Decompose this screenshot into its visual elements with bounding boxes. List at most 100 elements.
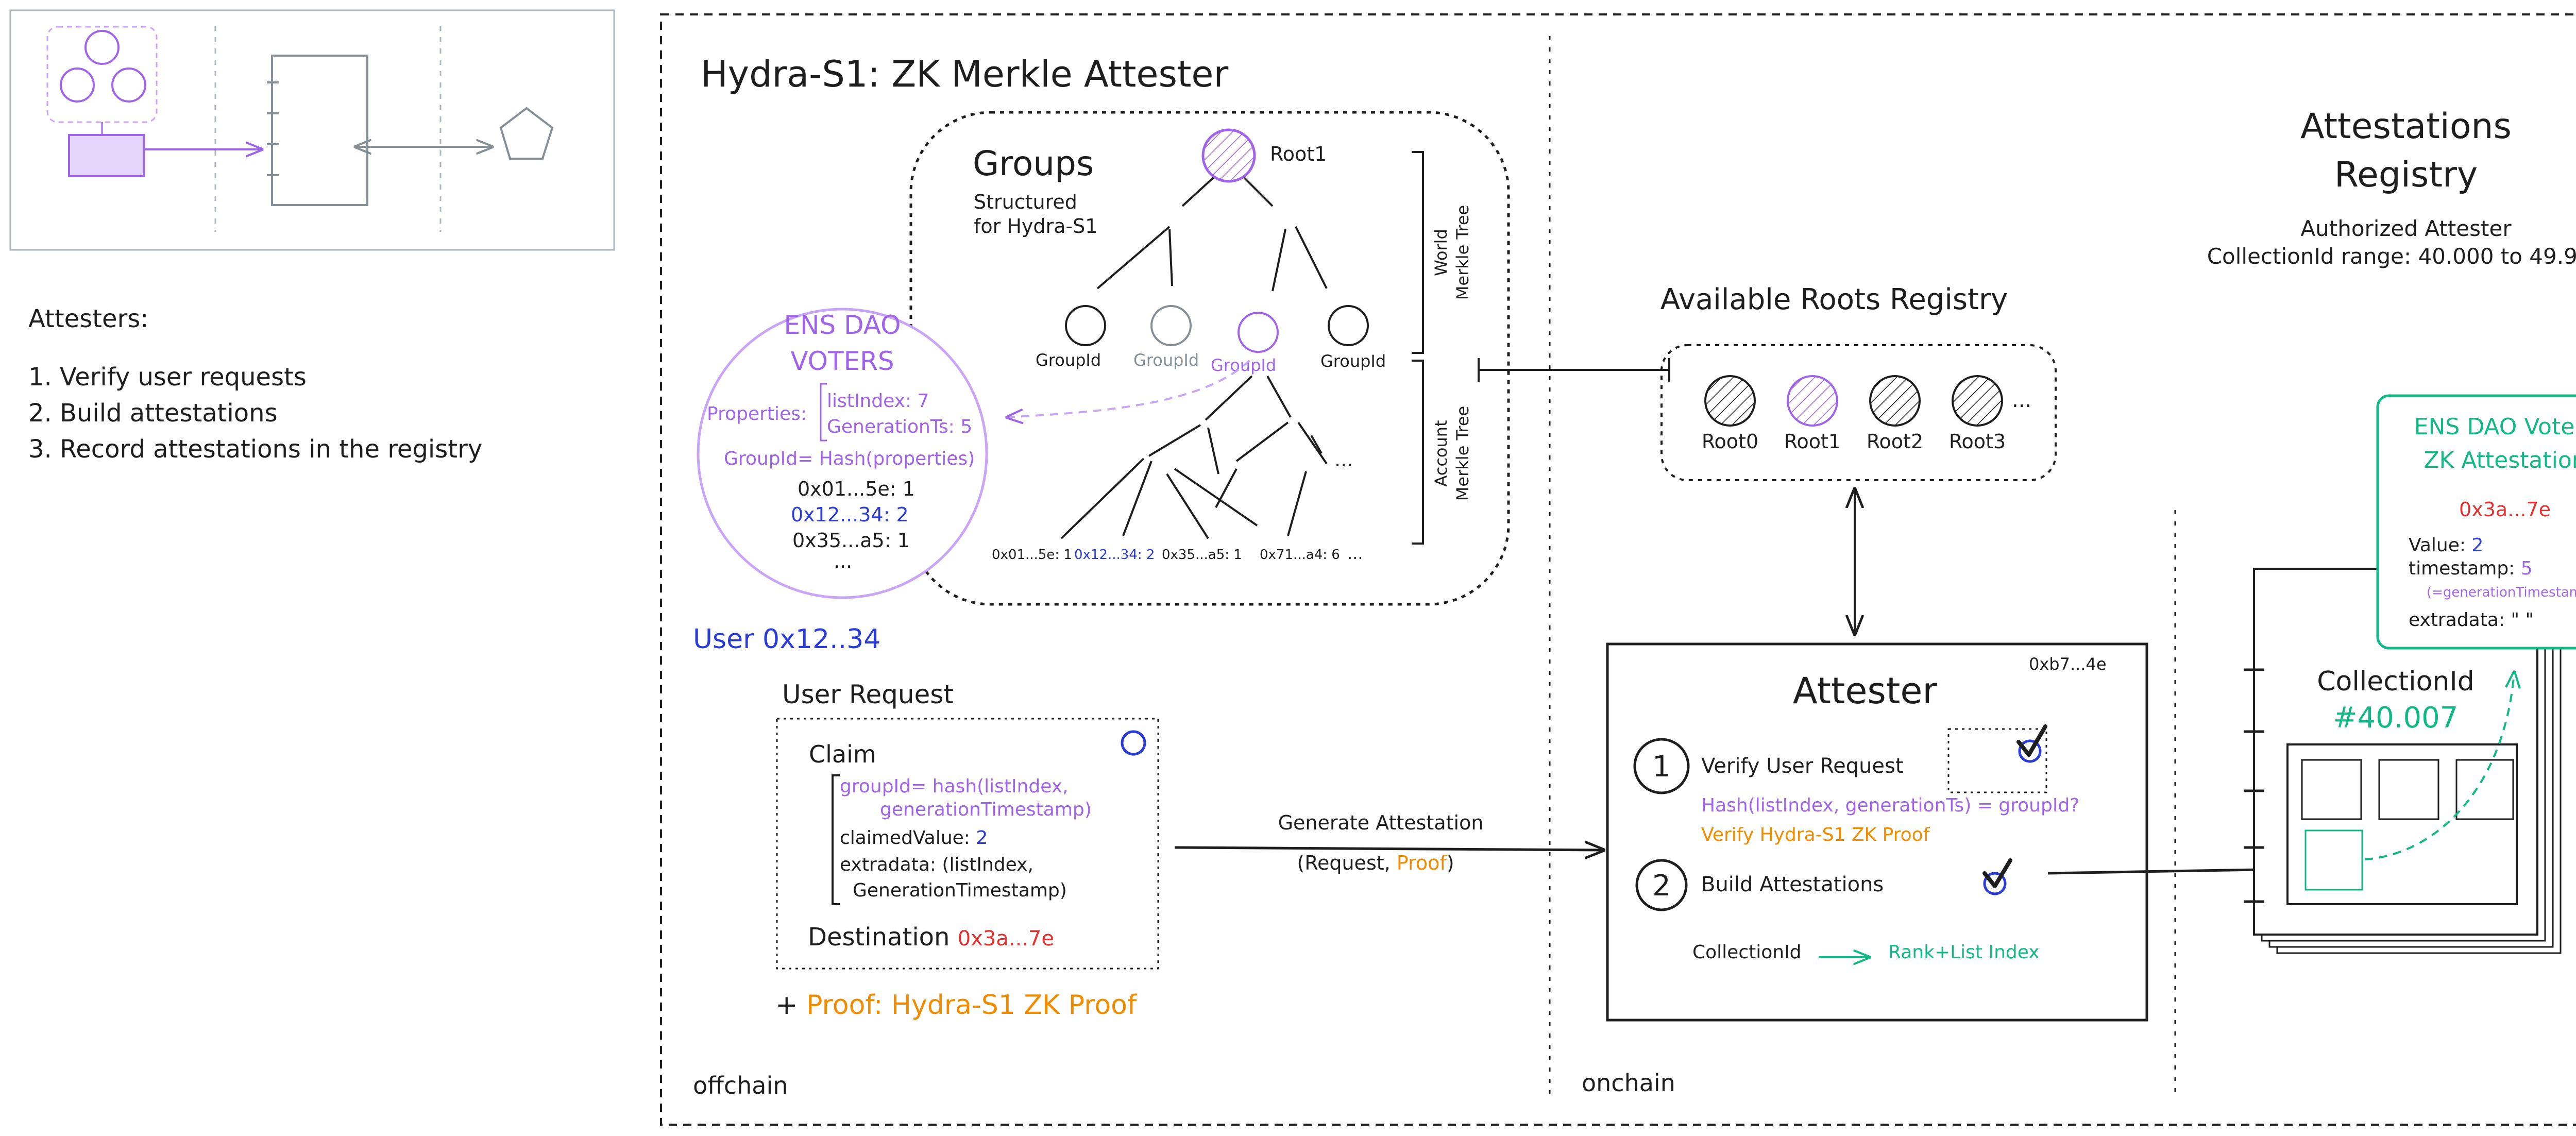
attester-address: 0xb7...4e	[2029, 654, 2107, 674]
claim-extradata-1: extradata: (listIndex,	[840, 854, 1033, 875]
registry-range: CollectionId range: 40.000 to 49.999	[2207, 244, 2576, 269]
attesters-heading: Attesters:	[28, 304, 148, 333]
group-label-1: GroupId	[1036, 350, 1101, 370]
card-timestamp-note: (=generationTimestamp)	[2427, 585, 2576, 600]
collection-id-label: CollectionId	[1692, 942, 1802, 963]
generate-args: (Request, Proof)	[1297, 852, 1454, 874]
ens-prop-1: listIndex: 7	[827, 391, 929, 412]
ens-prop-2: GenerationTs: 5	[827, 416, 972, 437]
root1-node	[1201, 128, 1256, 183]
group-node-2	[1150, 305, 1192, 346]
step1-check-icon	[2016, 724, 2047, 757]
card-address: 0x3a...7e	[2459, 498, 2551, 521]
world-tree-bracket	[1412, 151, 1424, 354]
group-node-4	[1328, 305, 1369, 346]
group-to-ens-arrow	[1007, 360, 1250, 417]
attester-title: Attester	[1793, 670, 1938, 712]
registry-collection-id: #40.007	[2333, 701, 2459, 735]
registry-collection-label: CollectionId	[2317, 666, 2475, 697]
roots-more: ...	[2012, 388, 2031, 412]
step2-check-circle	[1983, 872, 2007, 895]
overview-thumbnail	[9, 9, 615, 251]
root0-node	[1704, 375, 1756, 427]
card-value-row: Value: 2	[2409, 535, 2483, 556]
group-node-1	[1065, 305, 1106, 346]
step1-number: 1	[1652, 750, 1671, 784]
leaf-1: 0x01...5e: 1	[992, 547, 1072, 563]
destination-row: Destination 0x3a...7e	[808, 923, 1054, 952]
leaf-more: ...	[1347, 544, 1363, 563]
ens-title-2: VOTERS	[790, 346, 894, 376]
generate-label: Generate Attestation	[1278, 811, 1484, 834]
request-status-icon	[1121, 730, 1146, 756]
groups-title: Groups	[973, 144, 1094, 183]
root-label-0: Root0	[1702, 430, 1758, 453]
world-tree-label-2: Merkle Tree	[1453, 205, 1472, 300]
main-frame	[660, 13, 2576, 1126]
account-tree-ellipsis: ...	[1334, 448, 1353, 471]
ens-dao-voters-group: ENS DAO VOTERS Properties: listIndex: 7 …	[697, 308, 988, 599]
attestation-card: ENS DAO Voters ZK Attestation 0x3a...7e …	[2376, 394, 2576, 650]
step2-label: Build Attestations	[1701, 873, 1884, 896]
claim-extradata-2: GenerationTimestamp)	[853, 880, 1067, 901]
step1-number-circle	[1633, 738, 1690, 794]
leaf-2: 0x12...34: 2	[1074, 547, 1155, 563]
attesters-list: Attesters: 1. Verify user requests 2. Bu…	[28, 304, 482, 464]
step2-check-icon	[1982, 858, 2012, 888]
ens-entry-1: 0x01...5e: 1	[798, 478, 915, 500]
card-timestamp-row: timestamp: 5	[2409, 558, 2533, 579]
registry-authorized: Authorized Attester	[2300, 216, 2512, 241]
user-request-panel: User Request Claim groupId= hash(listInd…	[775, 680, 1159, 1021]
step1-check-circle	[2018, 739, 2042, 763]
proof-row: + Proof: Hydra-S1 ZK Proof	[775, 990, 1138, 1021]
roots-registry-title: Available Roots Registry	[1660, 283, 2008, 316]
card-title-2: ZK Attestation	[2424, 447, 2576, 473]
account-tree-label-2: Merkle Tree	[1453, 406, 1472, 501]
group-label-2: GroupId	[1133, 350, 1199, 370]
card-title-1: ENS DAO Voters	[2414, 414, 2576, 440]
step1-detail-2: Verify Hydra-S1 ZK Proof	[1701, 824, 1930, 845]
generate-attestation-arrow	[1174, 847, 1603, 850]
onchain-label: onchain	[1582, 1069, 1675, 1097]
group-node-3	[1238, 312, 1279, 353]
step1-label: Verify User Request	[1701, 754, 1904, 778]
world-tree-label-1: World	[1431, 229, 1451, 276]
groups-subtitle-2: for Hydra-S1	[974, 215, 1097, 238]
root3-node	[1952, 375, 2003, 427]
root1-registry-node	[1787, 375, 1838, 427]
registry-title-1: Attestations	[2300, 106, 2512, 147]
collection-map-label: Rank+List Index	[1888, 942, 2040, 963]
card-extradata: extradata: " "	[2409, 609, 2534, 631]
root2-node	[1869, 375, 1921, 427]
claimed-value-row: claimedValue: 2	[840, 827, 988, 849]
user-label: User 0x12..34	[693, 624, 880, 655]
claim-group-id-2: generationTimestamp)	[880, 799, 1092, 820]
account-tree-bracket	[1412, 360, 1424, 545]
groups-panel: Groups Structured for Hydra-S1 Root1 Gro…	[909, 111, 1510, 606]
step2-number: 2	[1652, 869, 1671, 903]
groups-subtitle-1: Structured	[974, 191, 1077, 213]
root-label-2: Root2	[1867, 430, 1923, 453]
ens-entry-more: ...	[834, 550, 852, 572]
main-title: Hydra-S1: ZK Merkle Attester	[701, 53, 1228, 95]
leaf-4: 0x71...a4: 6	[1260, 547, 1340, 563]
attestation-slot	[2304, 829, 2363, 891]
root-label-3: Root3	[1949, 430, 2006, 453]
root-label-1: Root1	[1784, 430, 1841, 453]
ens-entry-2: 0x12...34: 2	[791, 503, 909, 526]
ens-properties-label: Properties:	[707, 403, 807, 425]
group-label-4: GroupId	[1320, 351, 1386, 371]
attesters-item-1: 1. Verify user requests	[28, 363, 307, 392]
ens-title-1: ENS DAO	[784, 310, 901, 340]
account-tree-label-1: Account	[1431, 420, 1451, 486]
attesters-item-2: 2. Build attestations	[28, 399, 278, 428]
leaf-3: 0x35...a5: 1	[1162, 547, 1242, 563]
roots-registry-panel: Available Roots Registry Root0 Root1 Roo…	[1660, 283, 2057, 481]
offchain-label: offchain	[693, 1072, 788, 1099]
claim-label: Claim	[809, 740, 876, 768]
attester-panel: 0xb7...4e Attester 1 Verify User Request…	[1606, 642, 2148, 1022]
ens-group-id: GroupId= Hash(properties)	[724, 448, 975, 469]
attesters-item-3: 3. Record attestations in the registry	[28, 435, 482, 464]
root-label: Root1	[1270, 143, 1327, 165]
